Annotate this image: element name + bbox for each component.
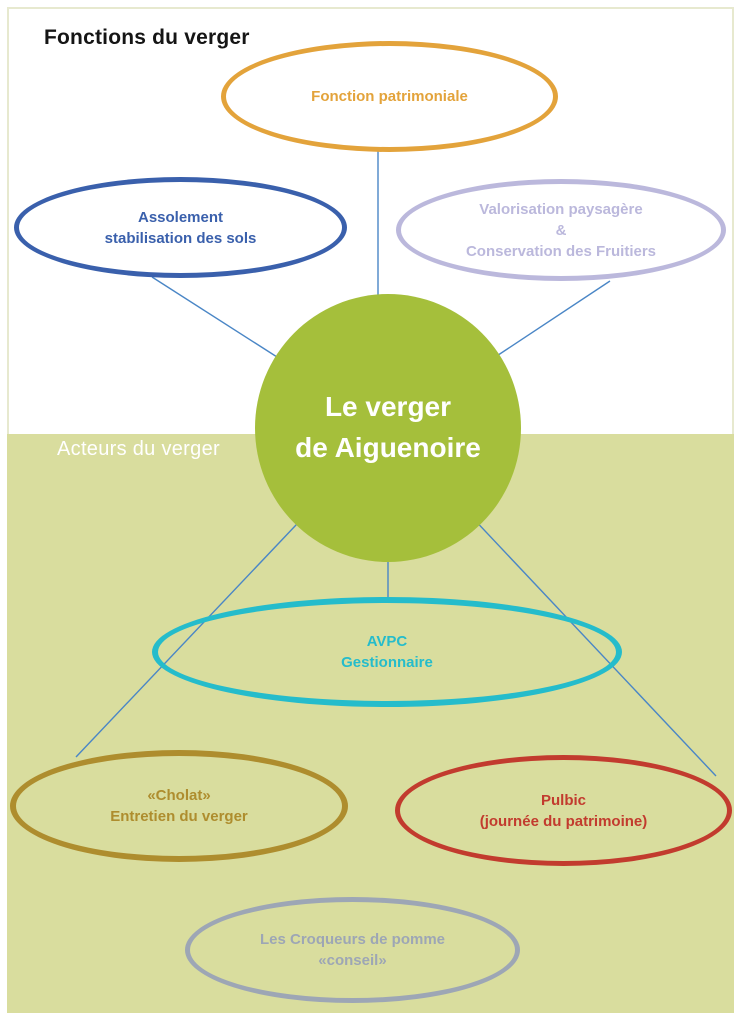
center-label: Le verger de Aiguenoire: [295, 391, 481, 463]
node-assolement-stabilisation: Assolement stabilisation des sols: [14, 177, 347, 278]
node-valorisation-paysagere: Valorisation paysagère & Conservation de…: [396, 179, 726, 281]
node-label: «Cholat» Entretien du verger: [110, 787, 248, 825]
node-public-journee-patrimoine: Pulbic (journée du patrimoine): [395, 755, 732, 866]
node-fonction-patrimoniale: Fonction patrimoniale: [221, 41, 558, 152]
node-label: AVPC Gestionnaire: [341, 633, 433, 671]
node-label: Assolement stabilisation des sols: [104, 208, 257, 247]
node-croqueurs-de-pomme: Les Croqueurs de pomme «conseil»: [185, 897, 520, 1003]
node-label: Fonction patrimoniale: [311, 88, 468, 105]
node-label: Valorisation paysagère & Conservation de…: [465, 200, 657, 260]
node-avpc-gestionnaire: AVPC Gestionnaire: [152, 597, 622, 707]
functions-section-title: Fonctions du verger: [44, 26, 250, 49]
node-le-verger-de-aiguenoire: Le verger de Aiguenoire: [255, 294, 521, 562]
node-label: Les Croqueurs de pomme «conseil»: [259, 931, 446, 969]
actors-section-title: Acteurs du verger: [57, 438, 220, 460]
node-cholat-entretien: «Cholat» Entretien du verger: [10, 750, 348, 862]
node-label: Pulbic (journée du patrimoine): [479, 791, 648, 830]
